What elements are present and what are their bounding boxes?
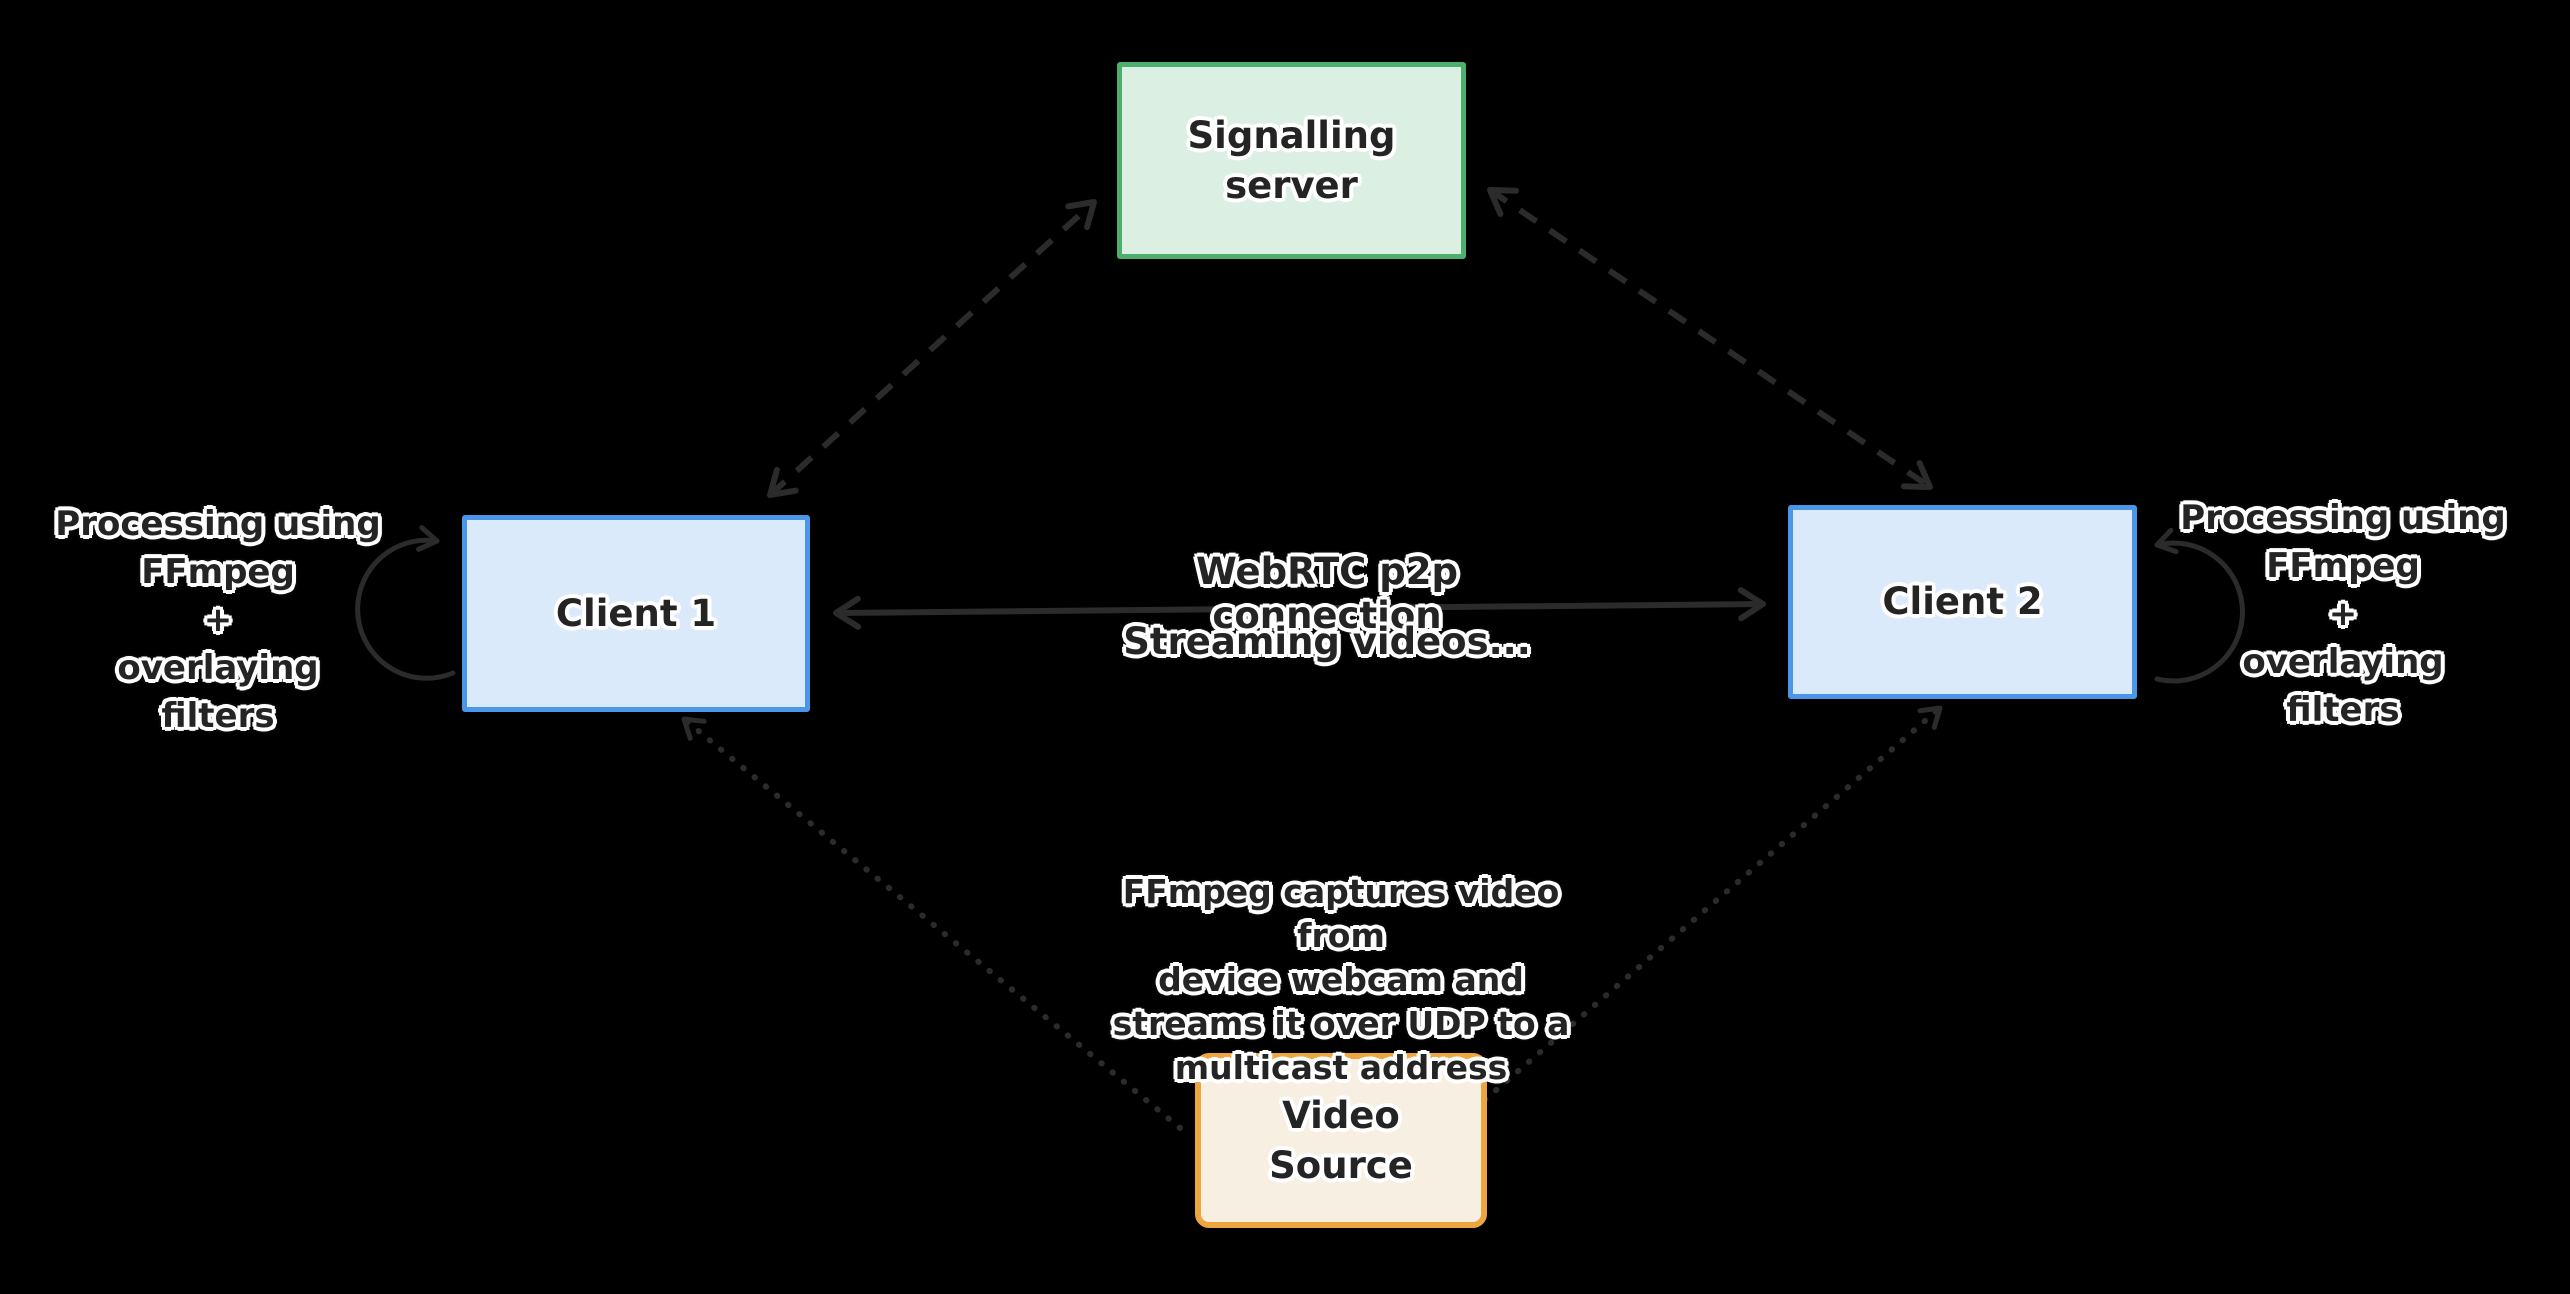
client1-processing-note: Processing using FFmpeg + overlaying fil…	[55, 504, 381, 736]
dotted-arrow-videosource-client2	[1449, 705, 1943, 1131]
dashed-arrow-signalling-client2	[1487, 187, 1933, 490]
self-loop-arrow-client2	[2154, 527, 2245, 684]
signalling-server-node: Signalling server	[1117, 62, 1466, 259]
dotted-arrow-videosource-client1	[681, 716, 1183, 1131]
client2-node: Client 2	[1788, 505, 2137, 699]
streaming-videos-label: Streaming videos...	[1123, 620, 1531, 663]
webrtc-p2p-connection-label: WebRTC p2p connection	[1196, 550, 1458, 637]
client1-label: Client 1	[555, 591, 717, 635]
client2-processing-note: Processing using FFmpeg + overlaying fil…	[2180, 498, 2506, 730]
client2-label: Client 2	[1882, 580, 2043, 624]
client1-node: Client 1	[462, 515, 810, 712]
video-source-note: FFmpeg captures video from device webcam…	[1112, 872, 1570, 1087]
solid-arrow-client1-client2	[833, 587, 1766, 630]
signalling-server-label: Signalling server	[1187, 113, 1396, 207]
video-source-node: Video Source	[1195, 1053, 1487, 1228]
video-source-label: Video Source	[1269, 1093, 1413, 1187]
dashed-arrow-client1-signalling	[767, 199, 1097, 498]
self-loop-arrow-client1	[355, 525, 456, 681]
